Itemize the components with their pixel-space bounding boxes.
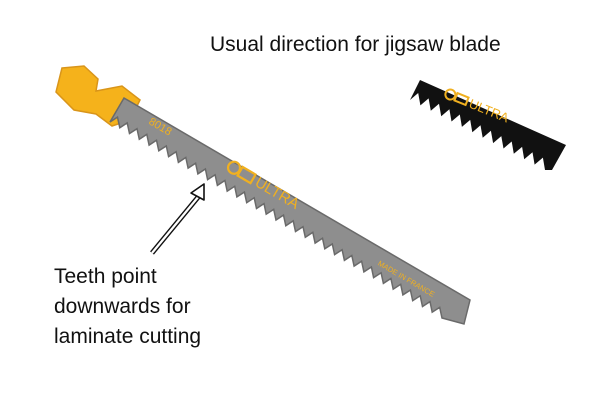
usual-direction-caption: Usual direction for jigsaw blade: [210, 33, 501, 56]
small-blade-body: [410, 80, 566, 170]
pointer-arrow: [150, 183, 205, 255]
arrow-head-icon: [190, 183, 205, 201]
teeth-caption-line-2: downwards for: [54, 295, 191, 318]
blade-body: [109, 96, 471, 325]
teeth-caption-line-3: laminate cutting: [54, 325, 202, 348]
usual-jigsaw-blade: ULTRA: [410, 80, 566, 170]
teeth-caption-line-1: Teeth point: [54, 265, 157, 288]
teeth-direction-caption: Teeth point downwards for laminate cutti…: [54, 262, 201, 352]
small-ultra-logo-bar-icon: [453, 91, 470, 107]
ultra-logo-bar-icon: [236, 165, 258, 185]
